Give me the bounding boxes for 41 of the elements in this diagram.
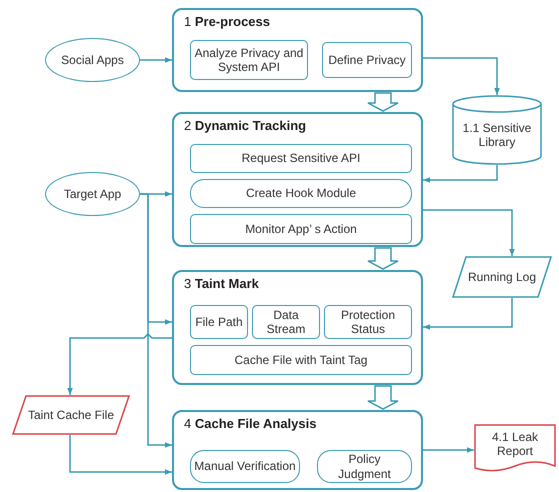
arrow <box>140 57 172 63</box>
arrow <box>423 165 498 183</box>
arrow <box>423 298 513 330</box>
database-cylinder <box>452 95 542 165</box>
process-box: File Path <box>190 305 248 339</box>
arrow <box>423 57 500 95</box>
process-box: Monitor App’ s Action <box>190 214 412 244</box>
stage-box <box>172 8 423 92</box>
stage-title: 3 Taint Mark <box>184 276 259 291</box>
input-ellipse: Target App <box>45 172 140 216</box>
stage-title: 1 Pre-process <box>184 14 270 29</box>
arrow <box>69 435 172 475</box>
stage-title: 4 Cache File Analysis <box>184 416 316 431</box>
arrow <box>423 209 515 256</box>
process-box: Create Hook Module <box>190 179 412 208</box>
process-box: Policy Judgment <box>317 450 412 483</box>
process-box: Request Sensitive API <box>190 144 412 173</box>
process-box: Data Stream <box>252 305 320 339</box>
process-box: Cache File with Taint Tag <box>190 345 412 375</box>
stage-box <box>172 270 423 385</box>
node-label: 4.1 Leak Report <box>492 430 538 458</box>
document-shape <box>474 424 556 474</box>
process-box: Manual Verification <box>190 450 300 483</box>
data-parallelogram <box>452 256 552 298</box>
arrow <box>67 332 172 395</box>
arrow <box>423 447 474 453</box>
stage-box <box>172 410 423 490</box>
process-box: Define Privacy <box>322 42 412 78</box>
stage-title: 2 Dynamic Tracking <box>184 118 306 133</box>
block-arrow <box>367 247 399 270</box>
process-box: Analyze Privacy and System API <box>190 40 308 80</box>
block-arrow <box>367 385 399 410</box>
input-ellipse: Social Apps <box>45 38 140 82</box>
block-arrow <box>367 92 399 112</box>
process-box: Protection Status <box>324 305 412 339</box>
node-label: Taint Cache File <box>28 408 114 422</box>
data-parallelogram <box>12 395 130 435</box>
stage-box <box>172 112 423 247</box>
node-label: Running Log <box>468 270 536 284</box>
node-label: 1.1 Sensitive Library <box>462 120 532 149</box>
arrow <box>140 193 172 448</box>
